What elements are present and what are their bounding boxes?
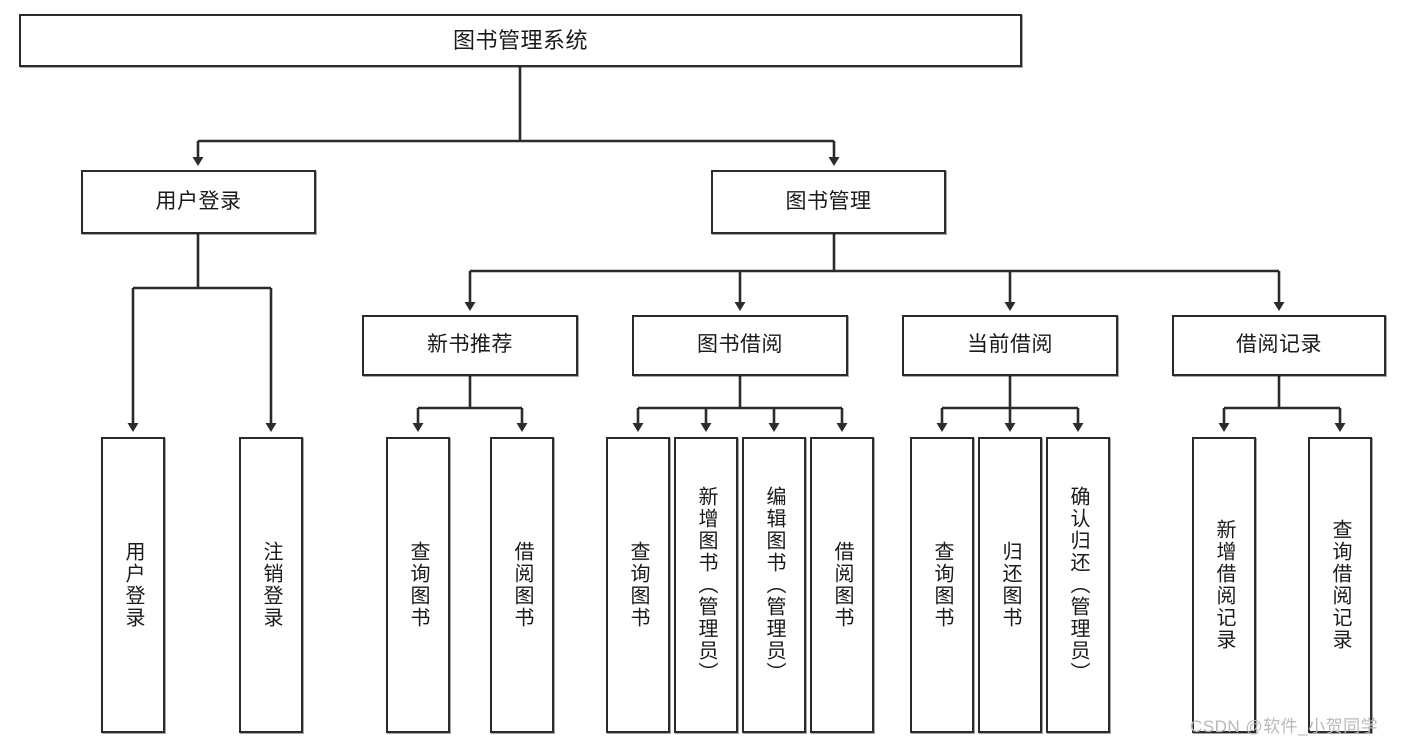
node-label: 借阅记录 bbox=[1236, 333, 1322, 357]
leaf-query-book-current[interactable]: 查询图书 bbox=[910, 437, 974, 733]
node-label: 确认归还（管理员） bbox=[1067, 486, 1089, 684]
leaf-borrow-book-recommend[interactable]: 借阅图书 bbox=[490, 437, 554, 733]
node-label: 图书借阅 bbox=[697, 333, 783, 357]
node-borrow-record[interactable]: 借阅记录 bbox=[1172, 315, 1386, 376]
node-label: 借阅图书 bbox=[511, 541, 533, 629]
node-current-borrow[interactable]: 当前借阅 bbox=[902, 315, 1118, 376]
node-label: 新书推荐 bbox=[427, 333, 513, 357]
node-root-system[interactable]: 图书管理系统 bbox=[19, 14, 1022, 67]
leaf-return-book[interactable]: 归还图书 bbox=[978, 437, 1042, 733]
leaf-query-book-borrow[interactable]: 查询图书 bbox=[606, 437, 670, 733]
node-label: 用户登录 bbox=[155, 189, 242, 213]
leaf-borrow-book[interactable]: 借阅图书 bbox=[810, 437, 874, 733]
node-label: 归还图书 bbox=[999, 541, 1021, 629]
node-book-borrow[interactable]: 图书借阅 bbox=[632, 315, 848, 376]
node-label: 图书管理系统 bbox=[452, 27, 588, 53]
leaf-user-login[interactable]: 用户登录 bbox=[101, 437, 165, 733]
node-new-book-recommend[interactable]: 新书推荐 bbox=[362, 315, 578, 376]
node-user-login[interactable]: 用户登录 bbox=[81, 170, 316, 234]
node-label: 新增图书（管理员） bbox=[695, 486, 717, 684]
csdn-watermark: CSDN @软件_小贺同学 bbox=[1190, 717, 1379, 736]
node-label: 查询借阅记录 bbox=[1329, 519, 1351, 651]
leaf-query-borrow-record[interactable]: 查询借阅记录 bbox=[1308, 437, 1372, 733]
leaf-logout-login[interactable]: 注销登录 bbox=[239, 437, 303, 733]
node-label: 注销登录 bbox=[260, 541, 282, 629]
leaf-query-book-recommend[interactable]: 查询图书 bbox=[386, 437, 450, 733]
leaf-add-book-admin[interactable]: 新增图书（管理员） bbox=[674, 437, 738, 733]
node-label: 新增借阅记录 bbox=[1213, 519, 1235, 651]
leaf-add-borrow-record[interactable]: 新增借阅记录 bbox=[1192, 437, 1256, 733]
node-label: 图书管理 bbox=[785, 189, 872, 213]
node-label: 用户登录 bbox=[122, 541, 144, 629]
node-label: 借阅图书 bbox=[831, 541, 853, 629]
leaf-edit-book-admin[interactable]: 编辑图书（管理员） bbox=[742, 437, 806, 733]
node-label: 当前借阅 bbox=[967, 333, 1053, 357]
node-label: 查询图书 bbox=[627, 541, 649, 629]
node-book-manage[interactable]: 图书管理 bbox=[711, 170, 946, 234]
node-label: 查询图书 bbox=[931, 541, 953, 629]
node-label: 编辑图书（管理员） bbox=[763, 486, 785, 684]
node-label: 查询图书 bbox=[407, 541, 429, 629]
leaf-confirm-return-admin[interactable]: 确认归还（管理员） bbox=[1046, 437, 1110, 733]
